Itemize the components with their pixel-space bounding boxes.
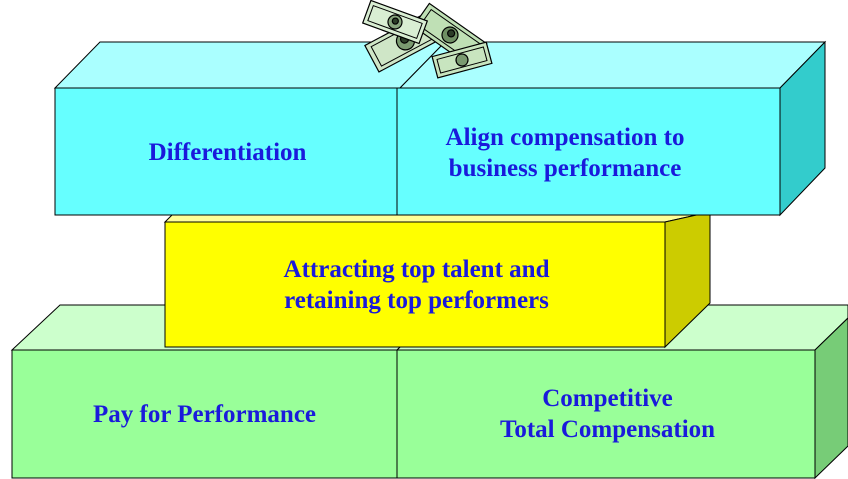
differentiation-block xyxy=(53,41,447,216)
pay-for-performance-label: Pay for Performance xyxy=(92,400,317,428)
competitive-total-compensation-block xyxy=(395,304,848,479)
align-compensation-block xyxy=(396,40,827,217)
align-compensation-label: Align compensation to business performan… xyxy=(445,123,685,182)
competitive-total-compensation-label: Competitive Total Compensation xyxy=(499,385,716,443)
differentiation-label: Differentiation xyxy=(148,139,307,166)
attracting-top-talent-label: Attracting top talent and retaining top … xyxy=(283,255,550,314)
money-bills-icon xyxy=(361,0,493,79)
